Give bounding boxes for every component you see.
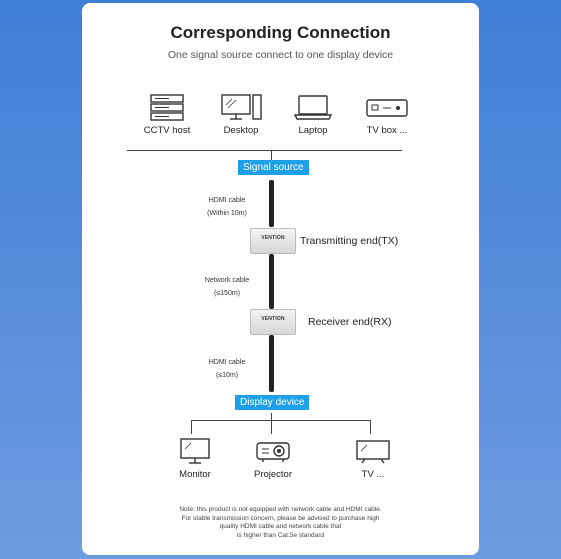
- display-label: Monitor: [179, 469, 211, 480]
- note-line-1: Note: this product is not equipped with …: [179, 506, 382, 513]
- cable-1-label: HDMI cable (Within 10m): [192, 194, 262, 220]
- note-line-3: quality HDMI cable and network cable tha…: [219, 523, 342, 530]
- source-cctv-host: CCTV host: [132, 93, 202, 136]
- source-tv-box: TV box ...: [352, 93, 422, 136]
- source-label: TV box ...: [366, 125, 408, 136]
- source-drop-line: [271, 150, 272, 161]
- projector-icon: [256, 442, 290, 462]
- cable-3-type: HDMI cable: [208, 359, 246, 366]
- cable-3-label: HDMI cable (≤10m): [192, 356, 262, 382]
- cable-1-length: (Within 10m): [207, 210, 247, 217]
- display-label: Projector: [253, 469, 292, 480]
- signal-source-badge: Signal source: [238, 160, 309, 175]
- display-tv: TV ...: [338, 437, 408, 480]
- cable-2-label: Network cable (≤150m): [192, 274, 262, 300]
- laptop-icon: [293, 95, 333, 120]
- tx-label: Transmitting end(TX): [300, 235, 399, 247]
- cable-2-type: Network cable: [204, 277, 250, 284]
- note-line-2: For stable transmission concern, please …: [181, 514, 380, 522]
- tv-box-icon: [366, 99, 408, 117]
- note-text: Note: this product is not equipped with …: [82, 506, 479, 540]
- tv-icon: [356, 440, 390, 464]
- tx-brand: VENTION: [261, 235, 285, 241]
- cable-3-length: (≤10m): [215, 372, 239, 379]
- desktop-icon: [221, 94, 262, 120]
- display-device-badge: Display device: [235, 395, 310, 410]
- diagram-card: Corresponding Connection One signal sour…: [82, 3, 479, 555]
- display-bus-line: [191, 420, 371, 421]
- page-subtitle: One signal source connect to one display…: [167, 49, 394, 61]
- display-branch-3: [370, 420, 371, 434]
- rx-label: Receiver end(RX): [308, 316, 392, 328]
- cctv-host-icon: [150, 94, 184, 121]
- source-bus-line: [127, 150, 402, 151]
- network-cable: [269, 254, 274, 309]
- source-label: CCTV host: [143, 125, 191, 136]
- display-branch-1: [191, 420, 192, 434]
- cable-1-type: HDMI cable: [208, 197, 246, 204]
- note-line-4: is higher than Cat.5e standard: [236, 531, 325, 539]
- source-desktop: Desktop: [206, 93, 276, 136]
- display-monitor: Monitor: [160, 437, 230, 480]
- page-title: Corresponding Connection: [170, 23, 391, 42]
- tx-device: VENTION: [250, 228, 296, 254]
- monitor-icon: [180, 438, 210, 464]
- rx-device: VENTION: [250, 309, 296, 335]
- display-label: TV ...: [361, 469, 385, 480]
- display-branch-2: [271, 420, 272, 434]
- hdmi-cable-1: [269, 180, 274, 227]
- source-label: Desktop: [223, 125, 259, 136]
- display-projector: Projector: [238, 437, 308, 480]
- hdmi-cable-2: [269, 335, 274, 392]
- source-label: Laptop: [298, 125, 328, 136]
- display-drop-line: [271, 413, 272, 421]
- cable-2-length: (≤150m): [213, 290, 240, 297]
- source-laptop: Laptop: [278, 93, 348, 136]
- rx-brand: VENTION: [261, 316, 285, 322]
